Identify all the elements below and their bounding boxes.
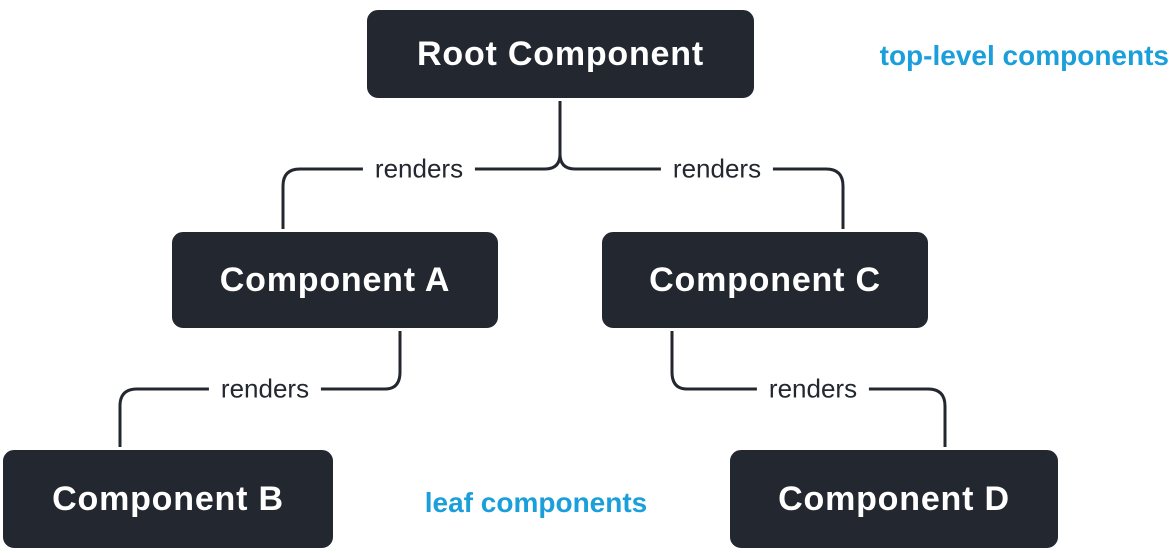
annotation-leaf-components: leaf components bbox=[424, 487, 648, 518]
edge-label-root-to-a: renders bbox=[362, 153, 476, 185]
edge-label-c-to-d: renders bbox=[756, 373, 870, 405]
edge-label-root-to-c: renders bbox=[660, 153, 774, 185]
node-component-c-label: Component C bbox=[649, 260, 881, 299]
node-component-c: Component C bbox=[599, 229, 931, 331]
node-component-d: Component D bbox=[727, 447, 1061, 551]
node-component-a-label: Component A bbox=[219, 260, 451, 299]
node-component-a: Component A bbox=[169, 229, 501, 331]
annotation-top-level-components: top-level components bbox=[879, 40, 1169, 71]
node-component-b: Component B bbox=[0, 447, 336, 551]
node-root-component: Root Component bbox=[364, 7, 757, 101]
node-component-d-label: Component D bbox=[778, 479, 1010, 518]
node-component-b-label: Component B bbox=[52, 479, 284, 518]
node-root-component-label: Root Component bbox=[417, 34, 704, 73]
edge-label-a-to-b: renders bbox=[208, 373, 322, 405]
